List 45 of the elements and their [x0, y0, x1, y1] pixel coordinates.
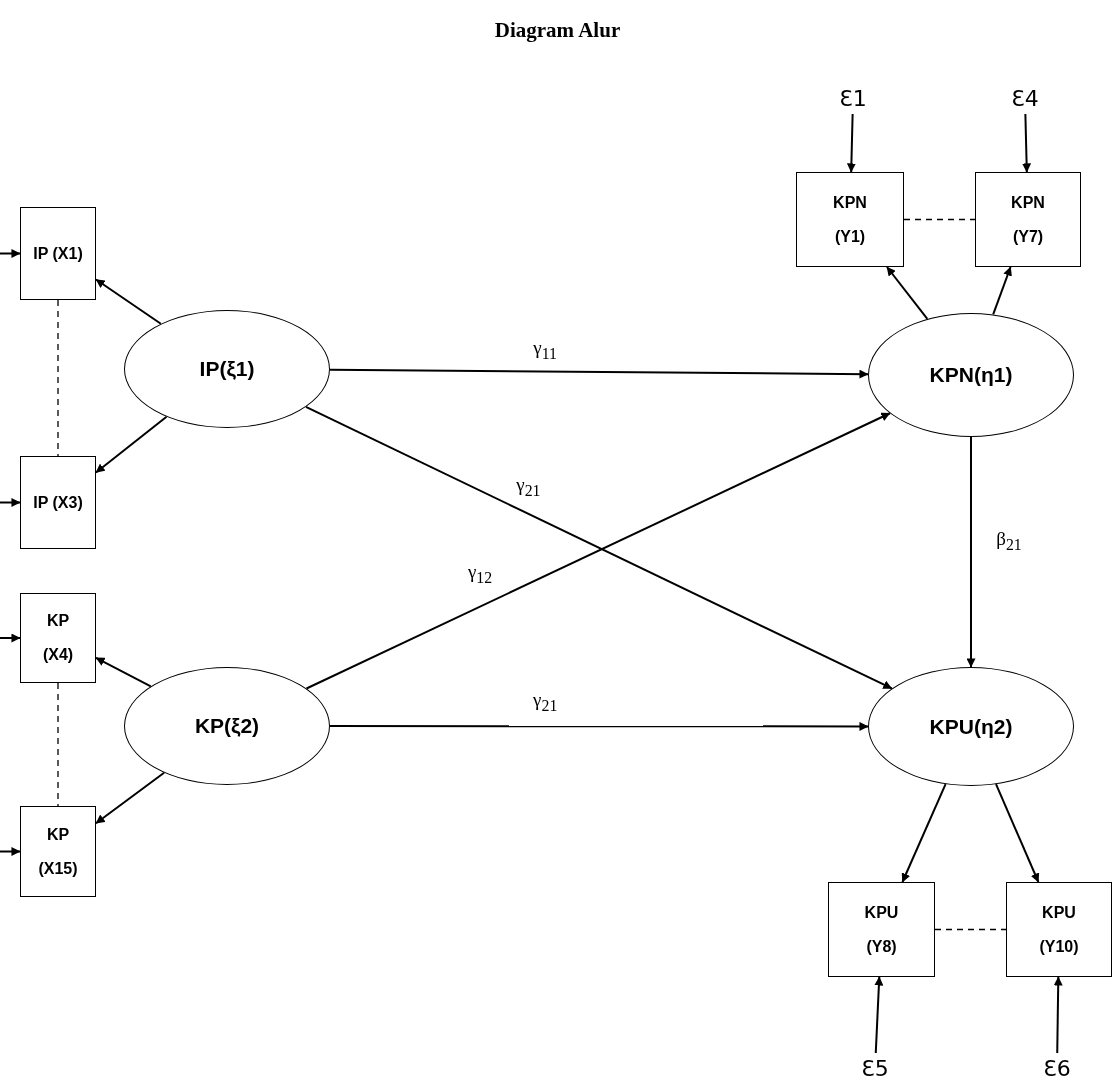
indicator-label: KP (X4) [41, 611, 75, 665]
arrow [1022, 113, 1032, 173]
indicator-box [796, 172, 904, 267]
arrow [95, 415, 168, 474]
indicator-box [20, 593, 96, 683]
arrow [0, 847, 21, 856]
error-term-label: Ɛ4 [1011, 88, 1039, 110]
latent-variable-label: KPU(η2) [929, 714, 1013, 739]
indicator-label: IP (X3) [32, 492, 84, 513]
arrow [846, 113, 856, 173]
indicator-box [1006, 882, 1112, 977]
indicator-box [975, 172, 1081, 267]
indicator-label: KPU (Y8) [863, 902, 900, 957]
arrow [329, 368, 869, 379]
dashed-connector [57, 682, 59, 807]
indicator-box [828, 882, 935, 977]
indicator-box [20, 456, 96, 549]
arrow [966, 436, 976, 668]
arrow [0, 498, 21, 507]
indicator-label: KPU (Y10) [1038, 902, 1080, 957]
error-term-label: Ɛ5 [861, 1058, 889, 1080]
dashed-connector [57, 299, 59, 457]
arrow [874, 976, 884, 1054]
arrow [885, 266, 929, 320]
arrow [0, 249, 21, 258]
indicator-label: KPN (Y7) [1010, 192, 1046, 247]
error-term-label: Ɛ6 [1043, 1058, 1071, 1080]
arrow [95, 771, 166, 825]
latent-variable-label: KPN(η1) [929, 363, 1013, 387]
indicator-label: KP (X15) [37, 824, 79, 879]
dashed-connector [903, 218, 976, 221]
indicator-label: IP (X1) [32, 243, 84, 264]
arrow [1053, 976, 1063, 1054]
latent-variable-label: IP(ξ1) [199, 357, 255, 381]
dashed-connector [934, 928, 1007, 931]
arrow [329, 721, 869, 731]
indicator-label: KPN (Y1) [832, 192, 868, 247]
diagram-title: Diagram Alur [493, 18, 622, 43]
indicator-box [20, 806, 96, 897]
error-term-label: Ɛ1 [839, 88, 867, 110]
arrow [0, 633, 21, 643]
indicator-box [20, 207, 96, 300]
latent-variable-label: KP(ξ2) [194, 714, 260, 738]
arrow [95, 278, 162, 325]
arrow [95, 656, 152, 688]
